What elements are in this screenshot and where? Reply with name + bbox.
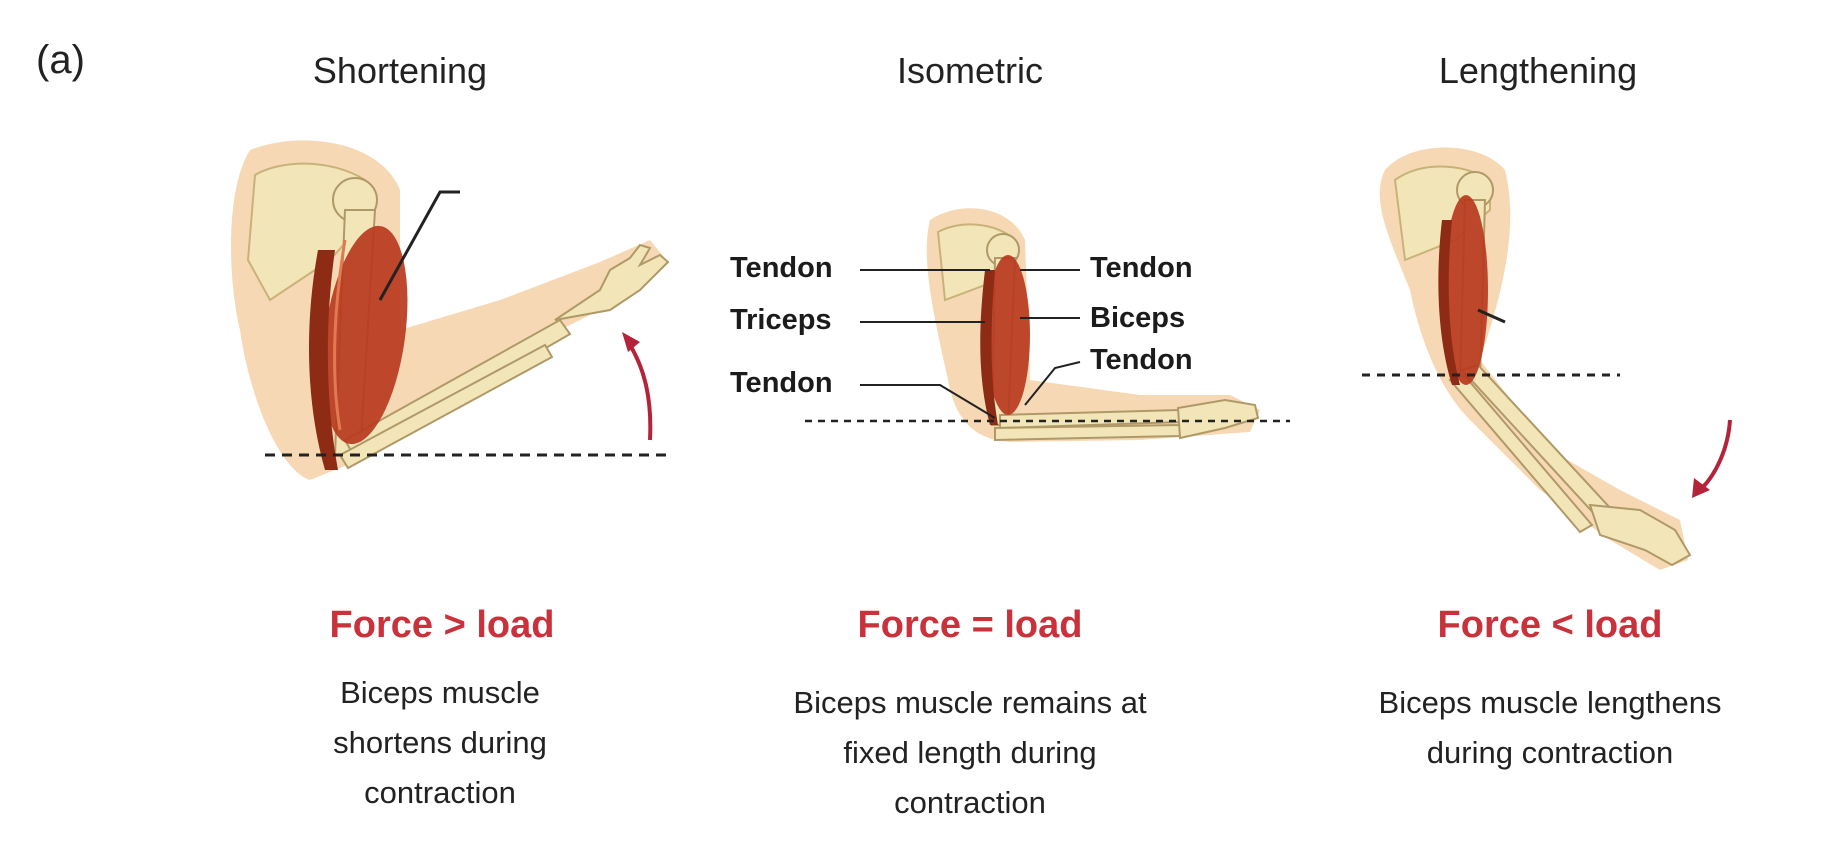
label-tendon-right-upper: Tendon bbox=[1090, 252, 1193, 284]
ulna-shortening bbox=[338, 343, 554, 470]
hand-lengthening bbox=[1588, 503, 1692, 567]
heading-isometric: Isometric bbox=[896, 50, 1044, 91]
pointer-line-shortening bbox=[378, 190, 460, 301]
biceps-highlight-shortening bbox=[333, 239, 347, 431]
description-lengthening: Biceps muscle lengthens during contracti… bbox=[1378, 685, 1722, 770]
ulna-lengthening bbox=[1448, 373, 1594, 534]
force-isometric: Force = load bbox=[857, 604, 1083, 646]
biceps-isometric bbox=[986, 255, 1030, 415]
force-lengthening: Force < load bbox=[1437, 604, 1663, 646]
heading-lengthening: Lengthening bbox=[1438, 50, 1638, 91]
lengthening-arm bbox=[1362, 147, 1732, 570]
biceps-shortening bbox=[322, 225, 408, 445]
label-triceps: Triceps bbox=[730, 304, 832, 336]
triceps-shortening bbox=[308, 250, 338, 470]
isometric-arm bbox=[805, 208, 1290, 442]
radius-lengthening bbox=[1460, 363, 1614, 520]
hand-shortening bbox=[554, 243, 670, 321]
arrow-down-lengthening bbox=[1700, 419, 1732, 490]
panel-label: (a) bbox=[36, 38, 85, 82]
description-shortening: Biceps muscle shortens during contractio… bbox=[333, 675, 547, 810]
hand-isometric bbox=[1176, 398, 1260, 440]
triceps-lengthening bbox=[1438, 220, 1460, 385]
biceps-lengthening bbox=[1444, 195, 1488, 385]
label-biceps: Biceps bbox=[1090, 302, 1186, 334]
description-isometric: Biceps muscle remains at fixed length du… bbox=[793, 685, 1147, 820]
arrow-head-shortening bbox=[622, 332, 640, 352]
label-tendon-right-lower: Tendon bbox=[1090, 344, 1193, 376]
arrow-up-shortening bbox=[628, 343, 653, 441]
heading-shortening: Shortening bbox=[312, 50, 488, 91]
arrow-head-lengthening bbox=[1692, 478, 1710, 498]
shortening-arm bbox=[230, 140, 670, 481]
leader-tendon-right-lower bbox=[1024, 361, 1081, 406]
pointer-line-lengthening bbox=[1477, 308, 1506, 324]
force-shortening: Force > load bbox=[329, 604, 555, 646]
leader-tendon-left-lower bbox=[860, 384, 996, 419]
triceps-isometric bbox=[980, 270, 998, 425]
label-tendon-left-upper: Tendon bbox=[730, 252, 833, 284]
label-tendon-left-lower: Tendon bbox=[730, 367, 833, 399]
